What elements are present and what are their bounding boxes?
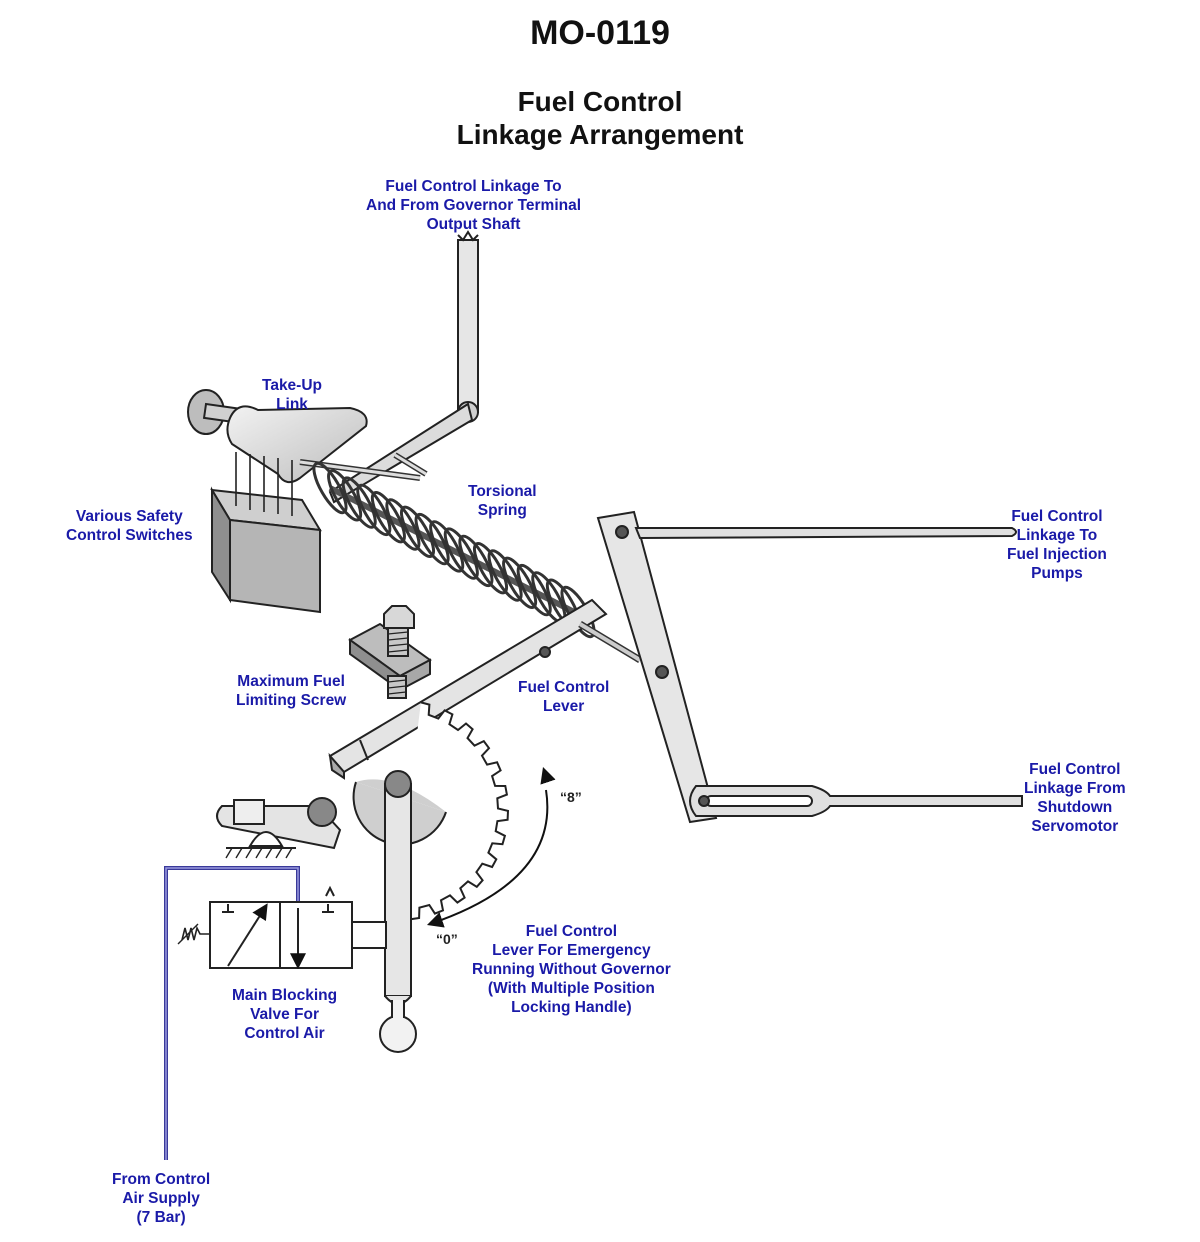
position-range-arrow <box>426 766 556 928</box>
bell-crank-lever <box>596 510 718 824</box>
pivot-support <box>225 831 296 859</box>
diagram-title-line-1: Fuel Control <box>517 86 683 117</box>
injection-pump-rod <box>634 527 1017 540</box>
torsional-spring <box>312 461 596 639</box>
safety-switch-box <box>210 452 322 614</box>
control-air-line <box>164 866 300 1160</box>
blocking-valve-symbol <box>177 885 387 970</box>
position-mark-max: “8” <box>560 789 582 805</box>
max-fuel-limiting-screw <box>348 605 432 699</box>
fuel-control-lever <box>328 598 642 780</box>
emergency-lever <box>379 770 417 1053</box>
toothed-sector <box>393 701 510 921</box>
shutdown-servomotor-rod <box>689 785 1023 817</box>
sector-teeth <box>393 701 510 921</box>
document-id: MO-0119 <box>530 14 670 52</box>
governor-output-shaft <box>328 230 479 504</box>
position-mark-zero: “0” <box>436 931 458 947</box>
diagram-title-line-2: Linkage Arrangement <box>456 119 744 150</box>
